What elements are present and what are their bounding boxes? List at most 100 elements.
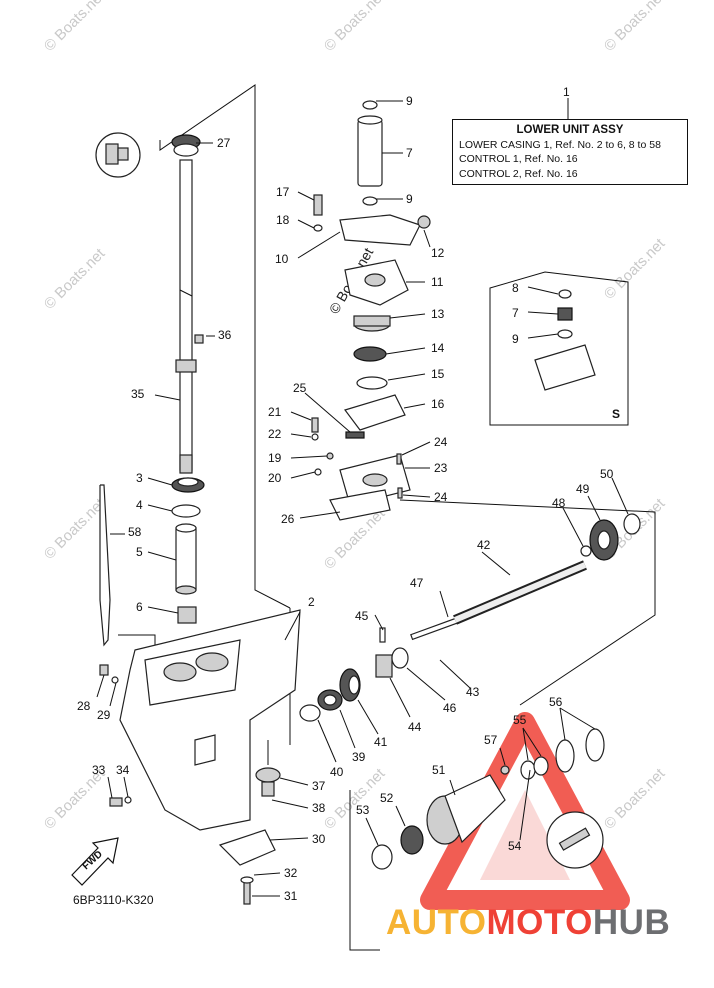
callout-29: 29: [97, 708, 111, 722]
part-9-o-ring-lower: [362, 196, 378, 206]
watermark: © Boats.net: [41, 495, 109, 563]
frame-lines: [118, 84, 656, 951]
callout-1: 1: [563, 85, 570, 99]
inset-variant-label: S: [612, 407, 620, 421]
callout-24-upper: 24: [434, 435, 448, 449]
callout-55: 55: [513, 713, 527, 727]
watermark: © Boats.net: [321, 0, 389, 55]
callout-38: 38: [312, 801, 326, 815]
part-52-bearing: [400, 825, 424, 855]
callout-54: 54: [508, 839, 522, 853]
part-51-shaft-housing: [426, 774, 506, 845]
part-23-liner: [339, 454, 411, 506]
part-36-pin: [194, 334, 204, 344]
callout-50: 50: [600, 467, 614, 481]
callout-17: 17: [276, 185, 290, 199]
callout-40: 40: [330, 765, 344, 779]
inset-variant-s: [489, 271, 629, 426]
callout-43: 43: [466, 685, 480, 699]
callout-32: 32: [284, 866, 298, 880]
callout-31: 31: [284, 889, 298, 903]
part-53-o-ring: [371, 844, 393, 870]
inset-callout-7: 7: [512, 306, 519, 320]
inset-callout-8: 8: [512, 281, 519, 295]
part-39-bearing: [317, 689, 343, 711]
part-17-bolt: [313, 194, 323, 216]
drawing-number: 6BP3110-K320: [73, 893, 154, 907]
part-16-outer-plate: [344, 394, 406, 431]
watermark: © Boats.net: [41, 0, 109, 55]
inset-callout-9: 9: [512, 332, 519, 346]
part-13-insert: [353, 315, 391, 332]
callout-41: 41: [374, 735, 388, 749]
callout-52: 52: [380, 791, 394, 805]
callout-14: 14: [431, 341, 445, 355]
callout-21: 21: [268, 405, 282, 419]
part-10-plate: [339, 214, 421, 246]
callout-20: 20: [268, 471, 282, 485]
part-45-pin: [379, 627, 386, 643]
part-25-key: [345, 431, 365, 439]
callout-58: 58: [128, 525, 142, 539]
assembly-line-1: LOWER CASING 1, Ref. No. 2 to 6, 8 to 58: [459, 138, 661, 151]
watermark: © Boats.net: [41, 245, 109, 313]
callout-11: 11: [431, 275, 444, 289]
part-46-ring: [391, 647, 409, 669]
part-26-gasket: [329, 489, 391, 521]
part-20-washer: [314, 468, 322, 476]
assembly-info-box: LOWER UNIT ASSY LOWER CASING 1, Ref. No.…: [452, 119, 688, 185]
part-42-propeller-shaft: [453, 560, 587, 625]
callout-19: 19: [268, 451, 282, 465]
callout-26: 26: [281, 512, 295, 526]
part-49-reverse-gear: [589, 519, 619, 561]
part-4-washer: [171, 504, 201, 518]
callout-56: 56: [549, 695, 563, 709]
part-31-bolt: [240, 876, 254, 905]
part-19-pin: [326, 452, 334, 460]
callout-15: 15: [431, 367, 445, 381]
callout-3: 3: [136, 471, 143, 485]
callout-24-lower: 24: [434, 490, 448, 504]
part-6-bushing: [177, 606, 197, 624]
callout-45: 45: [355, 609, 369, 623]
part-55-seal: [520, 756, 549, 780]
part-14-impeller: [353, 346, 387, 362]
callout-23: 23: [434, 461, 448, 475]
callout-22: 22: [268, 427, 282, 441]
part-24-pin-upper: [396, 453, 402, 465]
callout-6: 6: [136, 600, 143, 614]
part-37-anode: [255, 767, 281, 797]
part-7-tube: [357, 115, 383, 187]
callout-46: 46: [443, 701, 457, 715]
callout-42: 42: [477, 538, 491, 552]
part-57-washer: [500, 765, 510, 775]
watermark: © Boats.net: [601, 0, 669, 55]
part-33-screw: [109, 796, 132, 807]
callout-34: 34: [116, 763, 130, 777]
callout-18: 18: [276, 213, 290, 227]
part-48-washer: [580, 545, 592, 557]
callout-49: 49: [576, 482, 590, 496]
callout-37: 37: [312, 779, 326, 793]
callout-36: 36: [218, 328, 232, 342]
callout-57: 57: [484, 733, 498, 747]
part-47-plunger: [410, 616, 461, 641]
part-21-bolt: [311, 417, 319, 433]
callout-16: 16: [431, 397, 445, 411]
callout-33: 33: [92, 763, 106, 777]
watermark: © Boats.net: [601, 235, 669, 303]
brand-logo-wordmark: AUTOMOTOHUB: [386, 903, 670, 943]
brand-part-moto: MOTO: [486, 903, 593, 942]
part-3-bearing: [171, 477, 205, 493]
callout-39: 39: [352, 750, 366, 764]
clip-detail-inset: [95, 132, 141, 178]
part-18-washer: [313, 224, 323, 232]
part-56-o-ring: [555, 728, 605, 773]
assembly-title: LOWER UNIT ASSY: [516, 124, 624, 136]
part-58-shift-rod: [99, 484, 111, 647]
part-44-dog-clutch: [375, 654, 393, 678]
callout-53: 53: [356, 803, 370, 817]
brand-part-auto: AUTO: [386, 903, 487, 942]
callout-30: 30: [312, 832, 326, 846]
callout-labels: 1 2 3 4 5 6 7 9 9 10 11 12 13 14 15 16 1…: [77, 85, 620, 903]
